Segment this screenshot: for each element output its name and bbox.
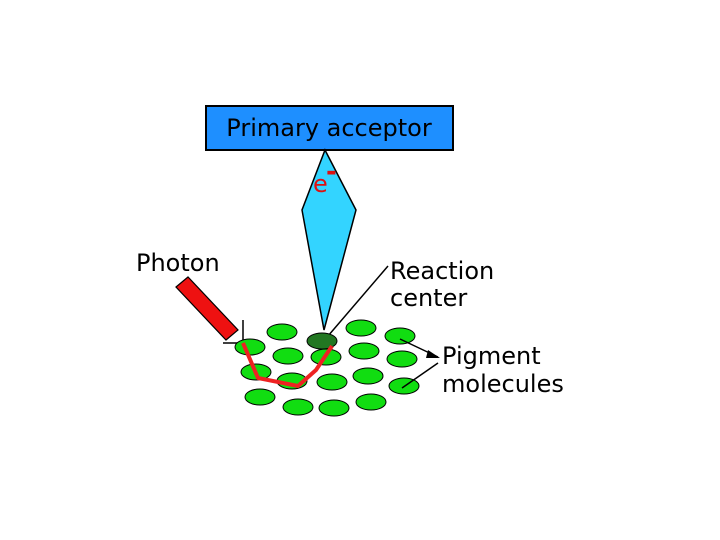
pigment-molecule xyxy=(355,393,387,411)
pigment-molecules-label: Pigment molecules xyxy=(442,342,564,398)
pigment-molecule xyxy=(272,347,304,365)
pigment-molecules-line1: Pigment xyxy=(442,342,541,370)
pigment-molecule xyxy=(352,367,384,385)
reaction-center-pointer xyxy=(327,265,389,337)
pigment-pointer-line xyxy=(401,362,439,389)
electron-symbol: e xyxy=(313,170,328,198)
electron-charge: - xyxy=(326,157,337,187)
primary-acceptor-box xyxy=(205,105,454,151)
pigment-molecule xyxy=(282,398,314,416)
reaction-center-label: Reaction center xyxy=(390,257,494,312)
pigment-molecule xyxy=(345,319,377,337)
pigment-molecule xyxy=(266,323,298,341)
pigment-molecule xyxy=(234,338,266,356)
electron-label: e - xyxy=(313,157,337,198)
primary-acceptor: Primary acceptor xyxy=(205,105,454,151)
reaction-center-line2: center xyxy=(390,284,467,312)
pigment-molecule xyxy=(386,350,418,368)
energy-transfer-path xyxy=(241,342,334,388)
pigment-molecules xyxy=(234,319,420,417)
reaction-center-molecule xyxy=(306,332,338,350)
pigment-molecule xyxy=(318,399,350,417)
pigment-molecule xyxy=(316,373,348,391)
pigment-molecule xyxy=(244,388,276,406)
photon-label: Photon xyxy=(136,249,220,277)
photon-arrow xyxy=(175,276,244,344)
primary-acceptor-label: Primary acceptor xyxy=(226,114,432,142)
pigment-molecule xyxy=(348,342,380,360)
photon-arrow-shaft xyxy=(175,276,239,341)
pigment-pointer-arrowhead xyxy=(426,350,440,358)
pigment-molecules-line2: molecules xyxy=(442,370,564,398)
reaction-center-line1: Reaction xyxy=(390,257,494,285)
pigment-molecule xyxy=(384,327,416,345)
electron-beam xyxy=(301,148,357,331)
